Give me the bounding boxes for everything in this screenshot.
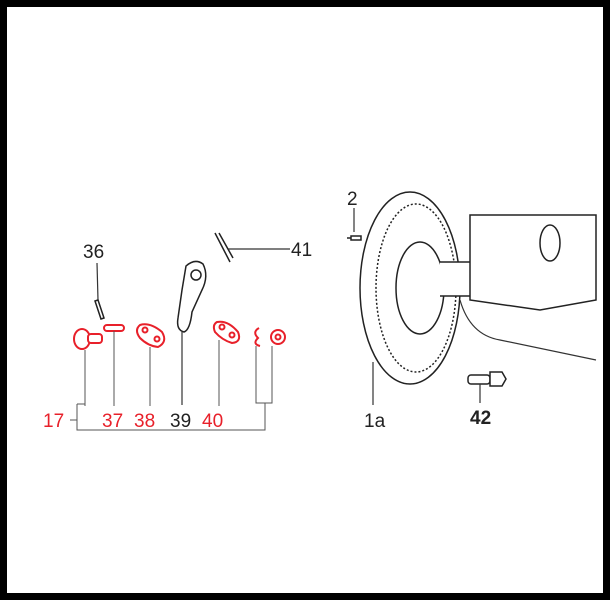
label-2: 2: [347, 189, 358, 210]
label-38: 38: [134, 411, 155, 432]
part-36-pin[interactable]: [94, 262, 105, 320]
parts-diagram: 36 41 2 17 37 38 39 40 1a 42: [7, 7, 603, 593]
label-1a: 1a: [364, 411, 386, 432]
part-37-pin[interactable]: [103, 324, 125, 406]
label-39: 39: [170, 411, 191, 432]
label-17: 17: [43, 411, 64, 432]
label-41: 41: [291, 240, 312, 261]
exploded-view-svg: 36 41 2 17 37 38 39 40 1a 42: [43, 189, 597, 432]
part-42-bolt[interactable]: [467, 371, 507, 403]
part-39-lever[interactable]: [176, 260, 207, 405]
part-40-link[interactable]: [212, 320, 241, 406]
part-17-bolt[interactable]: [73, 328, 103, 406]
part-1a-backplate[interactable]: [359, 191, 597, 405]
part-38-link[interactable]: [136, 323, 166, 406]
part-2-screw[interactable]: [347, 208, 362, 241]
label-42: 42: [470, 408, 491, 429]
label-36: 36: [83, 242, 104, 263]
group-bracket: [70, 403, 266, 431]
label-37: 37: [102, 411, 123, 432]
label-40: 40: [202, 411, 223, 432]
part-clip-and-washer[interactable]: [254, 327, 286, 404]
part-41-split-pin[interactable]: [214, 232, 290, 263]
